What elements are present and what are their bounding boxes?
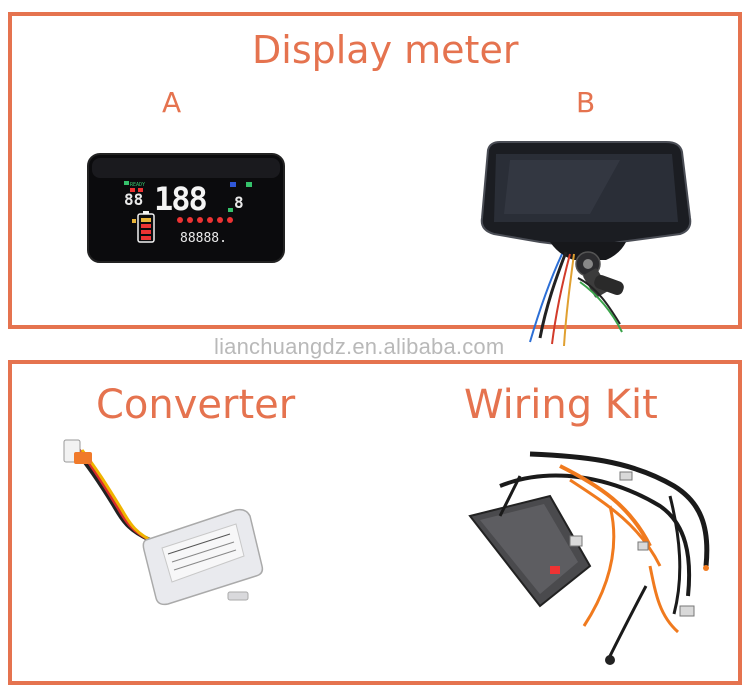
converter-heading: Converter [96,382,296,428]
meter-digits-main: 188 [154,180,207,218]
wiring-kit-heading: Wiring Kit [464,382,658,428]
wiring-kit-image [468,451,710,665]
meter-digits-left: 88 [124,190,143,209]
meter-digits-right: 8 [234,193,244,212]
lcd-display-meter-a: READY 88 188 8 88888. [87,153,285,263]
item-a-label: A [162,86,182,119]
display-meter-heading: Display meter [252,28,519,72]
item-b-label: B [576,86,596,119]
accessories-panel [8,360,742,685]
headlight-meter-b [480,141,692,347]
dc-converter-image [63,439,264,606]
site-watermark: lianchuangdz.en.alibaba.com [214,334,505,359]
ready-indicator: READY [130,182,145,188]
odometer-digits: 88888. [180,231,227,246]
